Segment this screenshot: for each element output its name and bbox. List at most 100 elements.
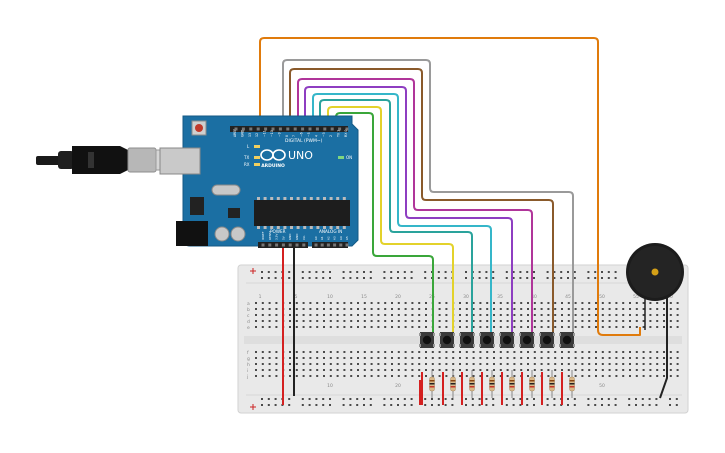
push-button[interactable] — [479, 332, 495, 348]
breadboard-row-j: j — [246, 374, 248, 380]
power-pin[interactable] — [268, 243, 272, 247]
push-button[interactable] — [519, 332, 535, 348]
wire-cyan[interactable] — [312, 93, 492, 336]
wire-purple[interactable] — [304, 86, 513, 336]
analog-pin[interactable] — [314, 243, 318, 247]
power-pin[interactable] — [288, 243, 292, 247]
power-pin[interactable] — [281, 243, 285, 247]
breadboard-col-45: 45 — [565, 294, 571, 300]
digital-pin-label: ~3 — [322, 132, 326, 137]
analog-header-label: ANALOG IN — [319, 229, 342, 234]
push-button[interactable] — [539, 332, 555, 348]
resistor[interactable] — [521, 370, 535, 405]
piezo-buzzer[interactable] — [626, 243, 684, 330]
signal-wires — [259, 37, 668, 405]
brand-label: ARDUINO — [261, 163, 285, 169]
power-pin[interactable] — [261, 243, 265, 247]
power-pin-label: 5V — [281, 236, 285, 240]
digital-pin[interactable] — [323, 127, 327, 131]
breadboard-col-35: 35 — [497, 294, 503, 300]
analog-pin[interactable] — [333, 243, 337, 247]
analog-pin-label: A2 — [326, 236, 330, 240]
resistor[interactable] — [561, 370, 575, 405]
analog-pin[interactable] — [320, 243, 324, 247]
breadboard-row-g: g — [247, 357, 250, 362]
digital-pin-label: AREF — [233, 129, 237, 137]
digital-pin[interactable] — [293, 127, 297, 131]
analog-pin[interactable] — [339, 243, 343, 247]
digital-pin[interactable] — [271, 127, 275, 131]
digital-pin[interactable] — [345, 127, 349, 131]
wire-brown[interactable] — [289, 68, 554, 336]
digital-pin-label: TX 1 — [337, 130, 341, 138]
breadboard-col-1: 1 — [259, 294, 262, 300]
analog-pin[interactable] — [326, 243, 330, 247]
digital-pin[interactable] — [241, 127, 245, 131]
power-pin-label: RESET — [268, 231, 272, 240]
wire-grey[interactable] — [282, 59, 574, 336]
power-pin[interactable] — [295, 243, 299, 247]
digital-pin[interactable] — [301, 127, 305, 131]
digital-pin[interactable] — [308, 127, 312, 131]
digital-pin[interactable] — [264, 127, 268, 131]
power-pin-label: IOREF — [261, 231, 265, 240]
wire-orange[interactable] — [259, 37, 641, 336]
resistor[interactable] — [442, 370, 456, 405]
digital-pin[interactable] — [256, 127, 260, 131]
resistor[interactable] — [541, 370, 555, 405]
wire-green[interactable] — [335, 112, 434, 336]
breadboard-col-60: 60 — [667, 294, 673, 300]
usb-jack — [159, 147, 201, 175]
buzzer-center — [651, 268, 659, 276]
breadboard-row-i: i — [247, 368, 248, 374]
power-jack — [176, 221, 208, 246]
digital-pin[interactable] — [330, 127, 334, 131]
digital-pin[interactable] — [278, 127, 282, 131]
breadboard-row-d: d — [247, 319, 250, 325]
push-buttons — [419, 332, 575, 348]
breadboard-col-10: 10 — [327, 294, 333, 300]
analog-pin[interactable] — [345, 243, 349, 247]
push-button[interactable] — [499, 332, 515, 348]
breadboard-row-f: f — [247, 350, 249, 356]
breadboard-col-30: 30 — [463, 294, 469, 300]
digital-pin[interactable] — [249, 127, 253, 131]
analog-pin-label: A4 — [339, 236, 343, 240]
digital-pin-label: ~10 — [270, 130, 274, 137]
digital-pin-label: ~11 — [263, 130, 267, 137]
power-pin[interactable] — [302, 243, 306, 247]
analog-pin-label: A1 — [320, 236, 324, 240]
push-button[interactable] — [459, 332, 475, 348]
wire-yellow[interactable] — [327, 106, 454, 336]
resistor[interactable] — [461, 370, 475, 405]
push-button[interactable] — [559, 332, 575, 348]
wire-teal[interactable] — [319, 99, 473, 336]
digital-pin[interactable] — [286, 127, 290, 131]
digital-pin-label: 12 — [255, 133, 259, 137]
capacitor-1 — [214, 226, 230, 242]
resistor[interactable] — [421, 370, 435, 405]
push-button[interactable] — [419, 332, 435, 348]
breadboard-row-e: e — [247, 326, 250, 331]
breadboard-row-h: h — [247, 362, 250, 368]
wire-magenta[interactable] — [297, 78, 533, 336]
breadboard-col-50-bottom: 50 — [599, 383, 605, 389]
digital-pin-label: 4 — [314, 135, 318, 137]
digital-pin[interactable] — [315, 127, 319, 131]
status-leds: L TX RX ON — [243, 144, 352, 167]
resistor[interactable] — [481, 370, 495, 405]
digital-header-pins[interactable] — [234, 127, 349, 131]
push-button[interactable] — [439, 332, 455, 348]
bottom-header-pins[interactable] — [261, 243, 349, 247]
analog-pin-label: A3 — [333, 236, 337, 240]
power-pin[interactable] — [275, 243, 279, 247]
breadboard-col-55: 55 — [633, 294, 639, 300]
breadboard-col-20: 20 — [395, 294, 401, 300]
digital-pin[interactable] — [234, 127, 238, 131]
breadboard-row-c: c — [247, 314, 250, 319]
digital-pin[interactable] — [338, 127, 342, 131]
resistor[interactable] — [501, 370, 515, 405]
